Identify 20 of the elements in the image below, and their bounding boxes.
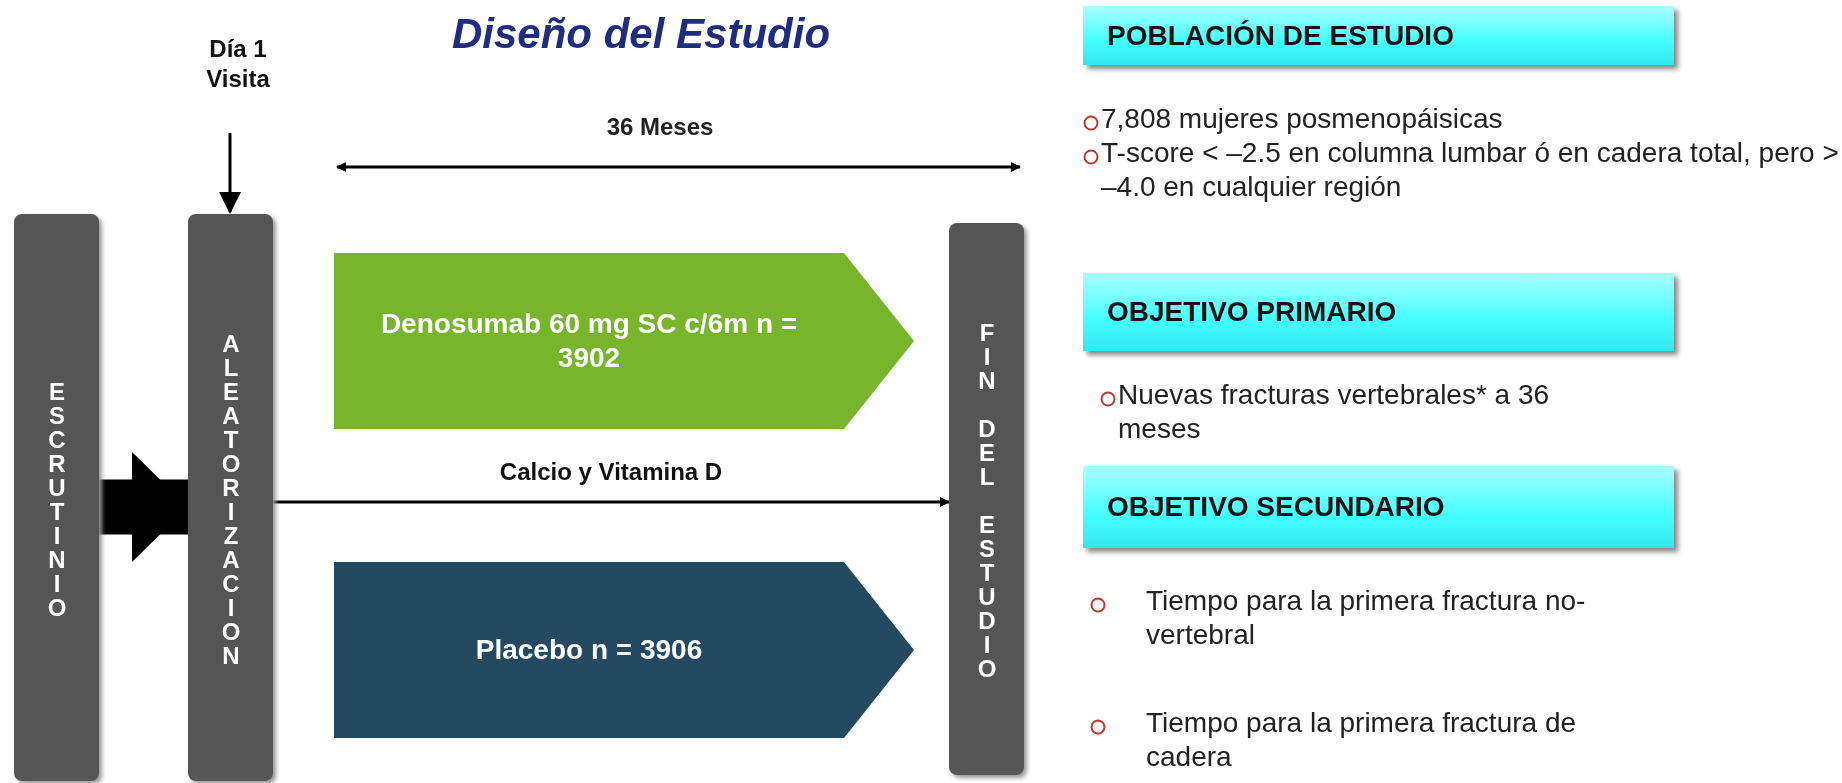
- visit-label: Día 1 Visita: [180, 34, 296, 104]
- arm-label: Placebo n = 3906: [474, 633, 704, 667]
- bullet-text: Nuevas fracturas vertebrales* a 36 meses: [1118, 378, 1551, 446]
- title: Diseño del Estudio: [452, 10, 831, 58]
- section-header: POBLACIÓN DE ESTUDIO: [1083, 6, 1674, 65]
- bullet-text: Tiempo para la primera fractura no-vertebral: [1146, 584, 1586, 652]
- arrow: [273, 497, 950, 507]
- bullet-text: 7,808 mujeres posmenopáisicas: [1101, 102, 1504, 136]
- screening-bar: ESCRUTINIO: [14, 214, 99, 781]
- arrow: [219, 133, 241, 214]
- bullet-text: T-score < –2.5 en columna lumbar ó en cadera total, pero > –4.0 en cualquier región: [1101, 136, 1840, 204]
- section-header: OBJETIVO SECUNDARIO: [1083, 466, 1674, 548]
- arrow: [99, 452, 188, 562]
- edge-label: Calcio y Vitamina D: [498, 458, 724, 486]
- study-end-bar: FIN DEL ESTUDIO: [949, 223, 1024, 775]
- duration-label: 36 Meses: [605, 113, 715, 142]
- randomization-bar: ALEATORIZACION: [188, 214, 273, 781]
- arm-label: Denosumab 60 mg SC c/6m n = 3902: [379, 307, 799, 375]
- bullet-text: Tiempo para la primera fractura de cadera: [1146, 706, 1578, 774]
- section-header: OBJETIVO PRIMARIO: [1083, 273, 1674, 351]
